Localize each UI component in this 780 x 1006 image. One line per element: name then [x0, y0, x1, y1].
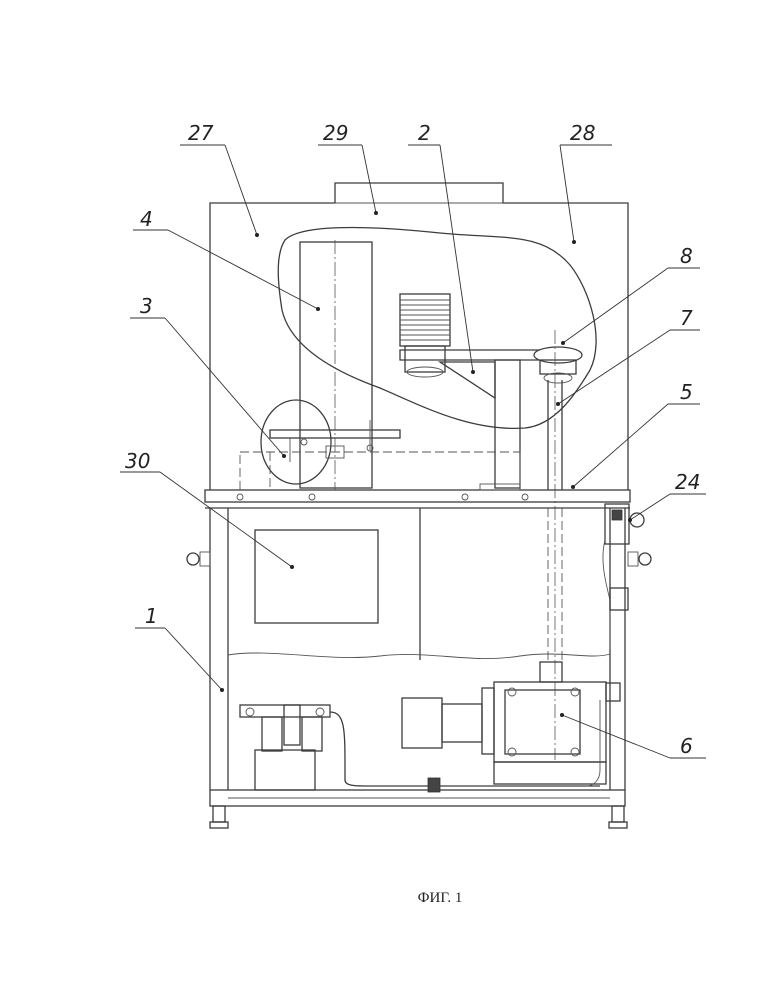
drive-motor — [402, 508, 606, 784]
callout-28: 28 — [560, 121, 612, 244]
figure-caption: ФИГ. 1 — [0, 890, 780, 907]
upper-housing — [210, 183, 628, 490]
callout-3-label: 3 — [140, 294, 153, 318]
callout-6-label: 6 — [680, 734, 693, 758]
callout-29: 29 — [318, 121, 378, 215]
callout-2: 2 — [408, 121, 475, 374]
callout-29-label: 29 — [323, 121, 348, 145]
callout-2-label: 2 — [418, 121, 431, 145]
callout-28-label: 28 — [570, 121, 595, 145]
upper-motor — [400, 294, 450, 377]
vertical-shaft — [548, 330, 562, 760]
window-panel — [255, 530, 378, 623]
column — [300, 240, 372, 490]
callout-5-label: 5 — [680, 380, 693, 404]
callout-4: 4 — [133, 207, 320, 311]
callout-27: 27 — [180, 121, 259, 237]
callout-4-label: 4 — [140, 207, 153, 231]
callout-6: 6 — [560, 713, 706, 758]
callout-24-label: 24 — [675, 470, 700, 494]
callout-1-label: 1 — [145, 604, 158, 628]
callout-3: 3 — [130, 294, 286, 458]
base-frame — [210, 790, 627, 828]
callout-8-label: 8 — [680, 244, 693, 268]
callout-30-label: 30 — [125, 449, 150, 473]
callout-7-label: 7 — [680, 306, 693, 330]
callout-24: 24 — [628, 470, 706, 522]
callout-27-label: 27 — [188, 121, 214, 145]
table-plate — [205, 484, 630, 508]
hidden-lines — [240, 452, 520, 490]
